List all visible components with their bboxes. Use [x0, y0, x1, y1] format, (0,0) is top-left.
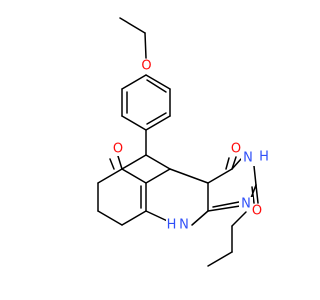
bond-21: [121, 168, 147, 184]
bond-36: [207, 205, 241, 212]
bond-0: [119, 17, 146, 34]
bond-23: [145, 168, 171, 184]
molecule-structure: O O O O N H N N H: [97, 17, 270, 267]
bond-12: [121, 154, 147, 170]
bond-2: [121, 74, 147, 90]
bond-30: [225, 157, 230, 170]
bond-16: [97, 168, 123, 184]
bond-31: [231, 158, 242, 170]
bond-40: [207, 251, 233, 267]
bond-37: [212, 201, 240, 208]
bond-9: [146, 112, 167, 125]
bond-13: [145, 154, 171, 170]
n3-hydrogen-label: H: [259, 150, 269, 165]
bond-19: [121, 210, 147, 226]
bond-4: [121, 115, 147, 131]
bond-5: [145, 115, 171, 131]
atom-labels: O O O O N H N N H: [113, 59, 269, 233]
bond-28: [207, 168, 233, 184]
n1-nitrogen-label: N: [241, 197, 251, 212]
bond-25: [191, 210, 209, 226]
c2-carbonyl-oxygen-label: O: [252, 204, 262, 219]
bond-34: [255, 184, 259, 204]
bond-14: [117, 155, 123, 170]
molecule-canvas: O O O O N H N N H: [97, 17, 270, 267]
bond-33: [250, 184, 257, 199]
bond-1: [144, 32, 147, 59]
bond-10: [146, 79, 167, 93]
bond-7: [145, 74, 171, 90]
c4-carbonyl-oxygen-label: O: [231, 142, 241, 157]
bond-18: [97, 210, 123, 226]
label-masks: [111, 59, 270, 232]
n10-nitrogen-label: N: [179, 218, 189, 233]
bond-15: [109, 158, 115, 170]
bond-27: [169, 168, 209, 184]
bond-38: [231, 211, 247, 227]
bond-layer: [97, 17, 259, 267]
bond-35: [251, 186, 255, 204]
n10-hydrogen-label: H: [167, 218, 177, 233]
n3-nitrogen-label: N: [243, 151, 253, 166]
ketone-oxygen-label: O: [113, 142, 123, 157]
ether-oxygen-label: O: [141, 59, 151, 74]
bond-29: [231, 156, 237, 170]
bond-32: [253, 165, 257, 186]
